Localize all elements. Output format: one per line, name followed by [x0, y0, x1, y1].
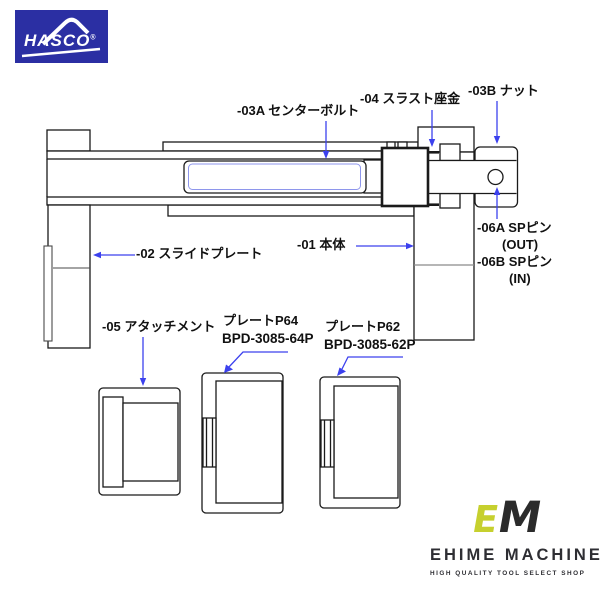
- label-thrust-washer: -04 スラスト座金: [360, 91, 461, 106]
- hasco-wordmark: HASCO®: [24, 31, 96, 50]
- label-plate-p62-code: BPD-3085-62P: [324, 337, 416, 352]
- sp-pin-hole: [487, 168, 504, 186]
- leader-plate-p64: [224, 351, 288, 373]
- hasco-underline: [21, 47, 101, 58]
- leader-nut: [493, 101, 501, 144]
- em-monogram: EM: [469, 493, 544, 543]
- registered-mark: ®: [90, 34, 96, 42]
- leader-body: [356, 242, 414, 250]
- center-bolt-shape: [183, 159, 385, 194]
- leader-slide-plate: [93, 251, 135, 259]
- bolt-shaft-shape: [428, 143, 517, 209]
- leader-attachment: [139, 337, 147, 386]
- label-plate-p64: プレートP64: [223, 313, 299, 328]
- label-nut: -03B ナット: [468, 83, 539, 98]
- label-sp-pin-out-sub: (OUT): [502, 237, 539, 252]
- label-slide-plate: -02 スライドプレート: [136, 246, 263, 261]
- label-center-bolt: -03A センターボルト: [237, 103, 360, 118]
- hasco-logo: HASCO®: [15, 10, 108, 63]
- label-plate-p64-code: BPD-3085-64P: [222, 331, 314, 346]
- thrust-washer-shape: [380, 141, 439, 208]
- label-attachment: -05 アタッチメント: [102, 319, 216, 334]
- ehime-wordmark: EHIME MACHINE: [430, 546, 600, 564]
- attachment-edge-strip: [43, 245, 90, 342]
- label-plate-p62: プレートP62: [325, 319, 401, 334]
- ehime-machine-logo: EM EHIME MACHINE HIGH QUALITY TOOL SELEC…: [430, 493, 600, 597]
- attachment-plate-shape: [98, 387, 181, 496]
- label-sp-pin-in: -06B SPピン: [477, 254, 553, 269]
- plate-p64-shape: [201, 372, 284, 514]
- slide-plate-shape: [46, 129, 384, 349]
- leader-plate-p62: [337, 356, 403, 376]
- hasco-clip-swoosh-icon: [41, 17, 90, 46]
- leader-sp-pin-out: [493, 187, 501, 219]
- leader-center-bolt: [322, 121, 330, 159]
- hasco-logo-graphic: [15, 10, 108, 63]
- label-sp-pin-out: -06A SPピン: [477, 220, 552, 235]
- leader-thrust-washer: [428, 110, 436, 147]
- label-sp-pin-in-sub: (IN): [509, 271, 531, 286]
- em-monogram-m: M: [493, 493, 544, 543]
- plate-p62-shape: [319, 376, 401, 509]
- label-body: -01 本体: [297, 237, 346, 252]
- ehime-tagline: HIGH QUALITY TOOL SELECT SHOP: [430, 570, 586, 577]
